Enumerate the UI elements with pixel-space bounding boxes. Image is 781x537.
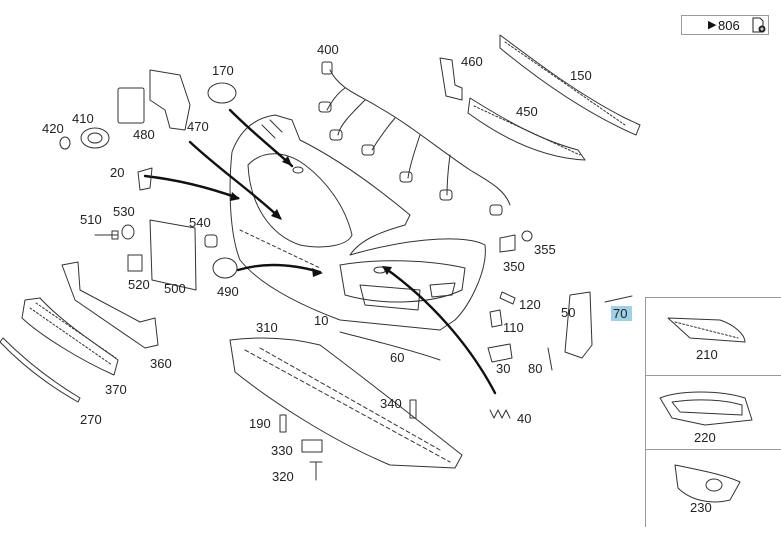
clip-520-part — [127, 254, 143, 272]
clip-110-part — [489, 309, 503, 328]
clip-530-part — [121, 224, 135, 240]
wiring-harness-part — [318, 61, 511, 216]
cable-20-part — [137, 167, 153, 191]
screw-80-part — [547, 347, 553, 371]
callout-490[interactable]: 490 — [217, 284, 239, 299]
lower-grille-370-part — [21, 297, 119, 376]
leader-arrows — [143, 108, 497, 395]
callout-10[interactable]: 10 — [314, 313, 328, 328]
callout-150[interactable]: 150 — [570, 68, 592, 83]
callout-highlight — [611, 306, 632, 321]
bolt-340-part — [409, 399, 417, 419]
bracket-460-part — [439, 57, 463, 101]
callout-360[interactable]: 360 — [150, 356, 172, 371]
page-reference-number: 806 — [718, 18, 740, 33]
callout-500[interactable]: 500 — [164, 281, 186, 296]
callout-310[interactable]: 310 — [256, 320, 278, 335]
callout-480[interactable]: 480 — [133, 127, 155, 142]
callout-30[interactable]: 30 — [496, 361, 510, 376]
grille-insert-210-part — [667, 317, 746, 343]
callout-20[interactable]: 20 — [110, 165, 124, 180]
screw-320-part — [309, 461, 323, 481]
callout-110[interactable]: 110 — [503, 320, 524, 335]
callout-340[interactable]: 340 — [380, 396, 402, 411]
bumper-cover-part — [229, 114, 486, 331]
callout-40[interactable]: 40 — [517, 411, 531, 426]
callout-520[interactable]: 520 — [128, 277, 150, 292]
callout-350[interactable]: 350 — [503, 259, 525, 274]
callout-460[interactable]: 460 — [461, 54, 483, 69]
sensor-holder-480-part — [117, 69, 191, 131]
callout-320[interactable]: 320 — [272, 469, 294, 484]
bracket-360-part — [61, 261, 159, 349]
callout-530[interactable]: 530 — [113, 204, 135, 219]
callout-270[interactable]: 270 — [80, 412, 102, 427]
screw-510-part — [94, 230, 119, 240]
cover-30-part — [487, 343, 513, 363]
callout-330[interactable]: 330 — [271, 443, 293, 458]
callout-190[interactable]: 190 — [249, 416, 271, 431]
callout-70[interactable]: 70 — [613, 306, 627, 321]
callout-510[interactable]: 510 — [80, 212, 102, 227]
license-plate-holder-500-part — [149, 219, 197, 291]
trim-strip-270-part — [0, 337, 81, 403]
callout-400[interactable]: 400 — [317, 42, 339, 57]
sensor-ring-420-part — [59, 136, 71, 150]
callout-370[interactable]: 370 — [105, 382, 127, 397]
clip-350-part — [499, 234, 516, 253]
strip-60-part — [339, 331, 441, 361]
clip-355-part — [521, 230, 533, 242]
callout-170[interactable]: 170 — [212, 63, 234, 78]
callout-470[interactable]: 470 — [187, 119, 209, 134]
underride-panel-310-part — [229, 337, 463, 469]
emblem-170-part — [207, 82, 237, 104]
page-reference[interactable]: ▶ 806 — [681, 15, 769, 35]
panel-divider — [646, 375, 781, 376]
camera-490-part — [212, 257, 238, 279]
callout-230[interactable]: 230 — [690, 500, 712, 515]
variant-panel — [645, 297, 781, 527]
callout-60[interactable]: 60 — [390, 350, 404, 365]
callout-540[interactable]: 540 — [189, 215, 211, 230]
grille-strip-150-part — [499, 34, 641, 136]
grille-230-part — [674, 464, 741, 503]
spacer-540-part — [204, 234, 218, 248]
screw-70-part — [604, 295, 633, 303]
bolt-190-part — [279, 414, 287, 433]
fog-lamp-frame-220-part — [659, 391, 753, 426]
callout-labels: 400 460 150 170 450 410 420 480 470 20 5… — [42, 42, 718, 515]
panel-divider — [646, 449, 781, 450]
grille-strip-450-part — [467, 97, 586, 161]
nut-330-part — [301, 439, 323, 453]
callout-50[interactable]: 50 — [561, 305, 575, 320]
callout-220[interactable]: 220 — [694, 430, 716, 445]
callout-410[interactable]: 410 — [72, 111, 94, 126]
bracket-50-part — [564, 291, 593, 359]
parking-sensor-410-part — [80, 127, 110, 149]
callout-210[interactable]: 210 — [696, 347, 718, 362]
callout-450[interactable]: 450 — [516, 104, 538, 119]
bolt-120-part — [499, 291, 516, 305]
play-arrow-icon: ▶ — [708, 19, 717, 31]
spring-clip-40-part — [489, 409, 511, 419]
callout-80[interactable]: 80 — [528, 361, 542, 376]
callout-355[interactable]: 355 — [534, 242, 556, 257]
callout-420[interactable]: 420 — [42, 121, 64, 136]
page-add-icon[interactable] — [752, 17, 766, 33]
callout-120[interactable]: 120 — [519, 297, 541, 312]
